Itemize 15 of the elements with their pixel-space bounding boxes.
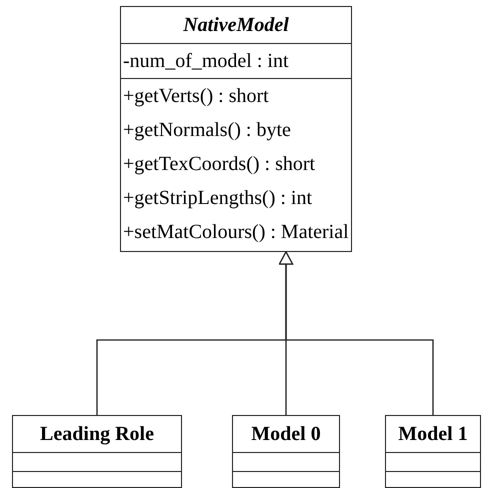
class-box [232, 415, 340, 488]
class-name: Leading Role [40, 423, 154, 445]
class-name: Model 1 [398, 423, 468, 445]
method-text: +setMatColours() : Material [123, 221, 349, 243]
method-text: +getVerts() : short [123, 85, 269, 107]
method-text: +getStripLengths() : int [123, 187, 312, 209]
method-text: +getNormals() : byte [123, 119, 291, 141]
class-box [120, 6, 352, 252]
method-text: +getTexCoords() : short [123, 153, 316, 175]
class-box [385, 415, 481, 488]
class-name: Model 0 [251, 423, 321, 445]
class-box [12, 415, 182, 488]
class-name: NativeModel [183, 14, 289, 36]
attribute-text: -num_of_model : int [123, 50, 289, 72]
inheritance-arrow [278, 251, 434, 415]
